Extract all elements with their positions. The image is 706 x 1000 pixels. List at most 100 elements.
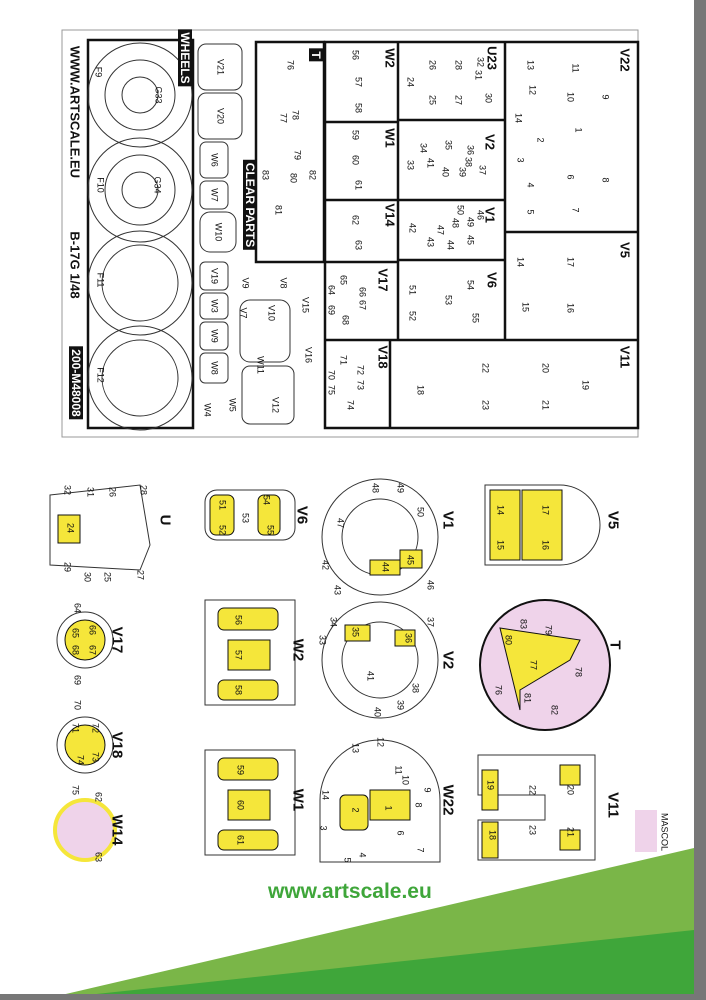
callout-number: 28 [138, 484, 149, 496]
clear-part: W5 [227, 398, 238, 412]
part-number: 78 [290, 109, 301, 121]
callout-number: 31 [85, 486, 96, 498]
callout-number: 37 [425, 616, 436, 628]
wheel-part: F10 [95, 177, 106, 193]
part-number: 73 [355, 379, 366, 391]
callout-number: 20 [565, 784, 576, 796]
website-footer-link[interactable]: www.artscale.eu [268, 880, 432, 903]
callout-number: 68 [70, 644, 81, 656]
clear-part: V12 [270, 396, 281, 414]
part-number: 48 [450, 217, 461, 229]
callout-number: 82 [549, 704, 560, 716]
callout-number: 63 [93, 851, 104, 863]
clear-part: V10 [266, 304, 277, 322]
diagram-title-v18: V18 [108, 731, 126, 759]
callout-number: 25 [102, 571, 113, 583]
section-v6: V6 [484, 272, 500, 288]
part-number: 60 [350, 154, 361, 166]
part-number: 56 [350, 49, 361, 61]
part-number: 12 [527, 84, 538, 96]
callout-number: 72 [90, 722, 101, 734]
part-number: 63 [353, 239, 364, 251]
clear-part: V16 [303, 346, 314, 364]
section-v11: V11 [617, 345, 633, 369]
clear-part: W11 [255, 356, 266, 374]
part-number: 3 [515, 157, 526, 163]
clear-part: V15 [300, 296, 311, 314]
callout-number: 7 [415, 847, 426, 853]
callout-number: 45 [405, 554, 416, 566]
part-number: 31 [473, 69, 484, 81]
callout-number: 22 [527, 784, 538, 796]
callout-number: 10 [400, 774, 411, 786]
part-number: 21 [540, 399, 551, 411]
section-v14: V14 [382, 203, 398, 227]
diagram-title-v2: V2 [439, 650, 457, 670]
callout-number: 48 [370, 482, 381, 494]
part-number: 39 [457, 166, 468, 178]
part-number: 80 [288, 172, 299, 184]
part-number: 34 [418, 142, 429, 154]
callout-number: 53 [240, 512, 251, 524]
part-number: 65 [338, 274, 349, 286]
part-number: 11 [570, 63, 581, 73]
callout-number: 52 [217, 524, 228, 536]
part-number: 66 [357, 286, 368, 298]
part-number: 54 [465, 279, 476, 291]
callout-number: 70 [72, 699, 83, 711]
green-footer-band [40, 848, 694, 1000]
wheel-part: F12 [95, 367, 106, 383]
diagram-title-t: T [606, 640, 624, 650]
part-number: 77 [278, 112, 289, 124]
callout-number: 15 [495, 539, 506, 551]
part-number: 46 [475, 209, 486, 221]
wheels-heading: WHEELS [178, 29, 192, 87]
part-number: 49 [465, 216, 476, 228]
callout-number: 47 [335, 517, 346, 529]
callout-number: 12 [375, 736, 386, 748]
part-number: 38 [463, 156, 474, 168]
section-t: T [309, 48, 323, 62]
callout-number: 83 [518, 618, 529, 630]
section-v22: V22 [617, 48, 633, 72]
clear-part: V19 [209, 267, 220, 285]
clear-part: W10 [213, 222, 224, 242]
callout-number: 8 [413, 802, 424, 808]
callout-number: 75 [70, 784, 81, 796]
part-number: 36 [465, 144, 476, 156]
callout-number: 78 [573, 666, 584, 678]
part-number: 5 [525, 209, 536, 215]
part-number: 70 [326, 369, 337, 381]
part-number: 15 [520, 301, 531, 313]
part-number: 9 [600, 94, 611, 100]
callout-number: 81 [522, 692, 533, 704]
callout-number: 19 [485, 779, 496, 791]
part-number: 19 [580, 379, 591, 391]
part-number: 45 [465, 234, 476, 246]
callout-number: 50 [415, 506, 426, 518]
part-number: 14 [515, 256, 526, 268]
clear-part: W7 [209, 188, 220, 202]
callout-number: 11 [393, 765, 404, 775]
clear-part: V20 [215, 107, 226, 125]
clear-part: V21 [215, 58, 226, 76]
callout-number: 27 [135, 569, 146, 581]
part-number: 30 [483, 92, 494, 104]
part-number: 83 [260, 169, 271, 181]
callout-number: 49 [395, 482, 406, 494]
callout-number: 40 [372, 706, 383, 718]
website-label: WWW.ARTSCALE.EU [67, 45, 83, 179]
part-number: 42 [407, 222, 418, 234]
callout-number: 13 [350, 742, 361, 754]
callout-number: 79 [543, 624, 554, 636]
part-number: 53 [443, 294, 454, 306]
part-number: 71 [338, 354, 349, 366]
part-number: 18 [415, 384, 426, 396]
product-code: 200-M48008 [69, 346, 83, 420]
part-number: 32 [475, 56, 486, 68]
part-number: 28 [453, 59, 464, 71]
callout-number: 43 [332, 584, 343, 596]
part-number: 50 [455, 204, 466, 216]
callout-number: 34 [328, 616, 339, 628]
